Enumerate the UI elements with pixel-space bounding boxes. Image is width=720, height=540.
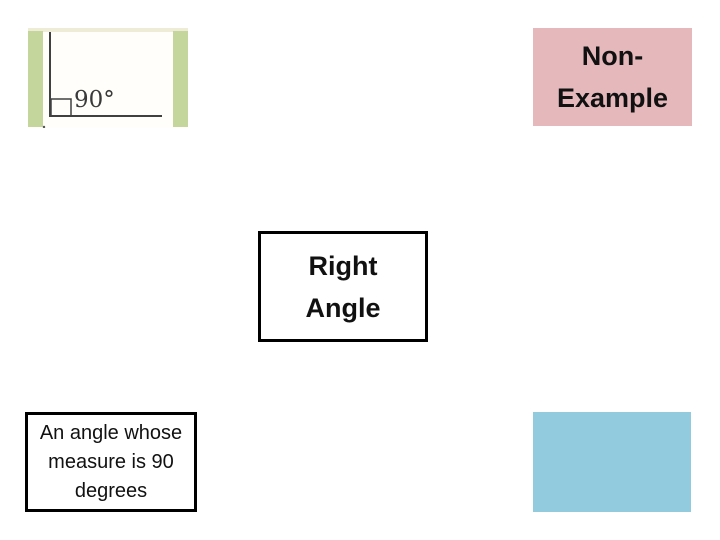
term-box: Right Angle [258, 231, 428, 342]
right-angle-example-image: 90° [28, 28, 188, 128]
definition-box: An angle whose measure is 90 degrees [25, 412, 197, 512]
right-angle-drawing: 90° [42, 32, 162, 128]
non-example-box: Non- Example [533, 28, 692, 126]
answer-placeholder-box [533, 412, 691, 512]
definition-label: An angle whose measure is 90 degrees [39, 421, 183, 502]
right-angle-square-marker [50, 98, 72, 117]
image-green-bar-left [28, 31, 43, 127]
term-label: Right Angle [305, 250, 381, 323]
image-speck [42, 125, 46, 128]
non-example-label: Non- Example [556, 41, 669, 113]
image-green-bar-right [173, 31, 188, 127]
angle-degree-label: 90° [74, 87, 115, 113]
image-top-strip [28, 28, 188, 32]
